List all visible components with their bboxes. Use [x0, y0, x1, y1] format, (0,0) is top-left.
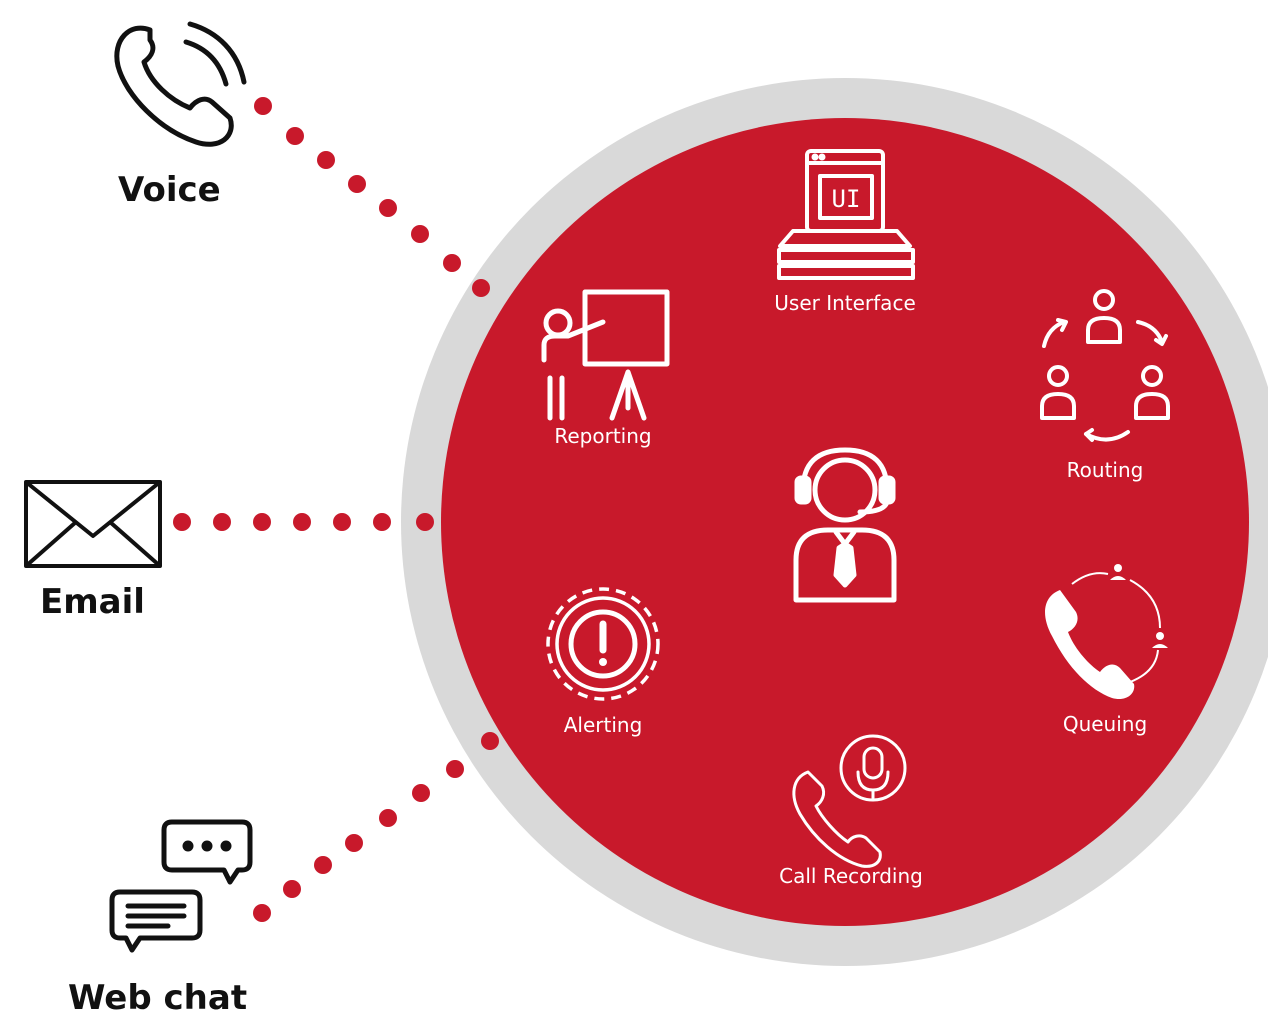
- routing-people-icon: [1040, 289, 1170, 442]
- webchat-connector: [253, 732, 499, 922]
- phone-icon: [114, 21, 247, 147]
- alert-gear-icon: [546, 587, 660, 701]
- voice-label: Voice: [118, 170, 221, 210]
- alerting-label: Alerting: [563, 713, 643, 737]
- email-connector: [173, 513, 434, 531]
- svg-text:UI: UI: [832, 185, 861, 213]
- envelope-icon: [24, 480, 162, 568]
- routing-label: Routing: [1066, 458, 1144, 482]
- queue-phone-icon: [1045, 564, 1168, 700]
- webchat-label: Web chat: [68, 978, 248, 1018]
- ui-window-icon: UI: [777, 149, 915, 280]
- email-label: Email: [40, 582, 145, 622]
- reporting-label: Reporting: [554, 424, 652, 448]
- user-interface-label: User Interface: [774, 291, 916, 315]
- chat-bubbles-icon: [109, 819, 253, 953]
- voice-connector: [254, 97, 490, 297]
- agent-headset-icon: [793, 447, 897, 603]
- presentation-icon: [541, 289, 670, 421]
- call-recording-icon: [792, 734, 907, 868]
- call-recording-label: Call Recording: [779, 864, 923, 888]
- queuing-label: Queuing: [1062, 712, 1148, 736]
